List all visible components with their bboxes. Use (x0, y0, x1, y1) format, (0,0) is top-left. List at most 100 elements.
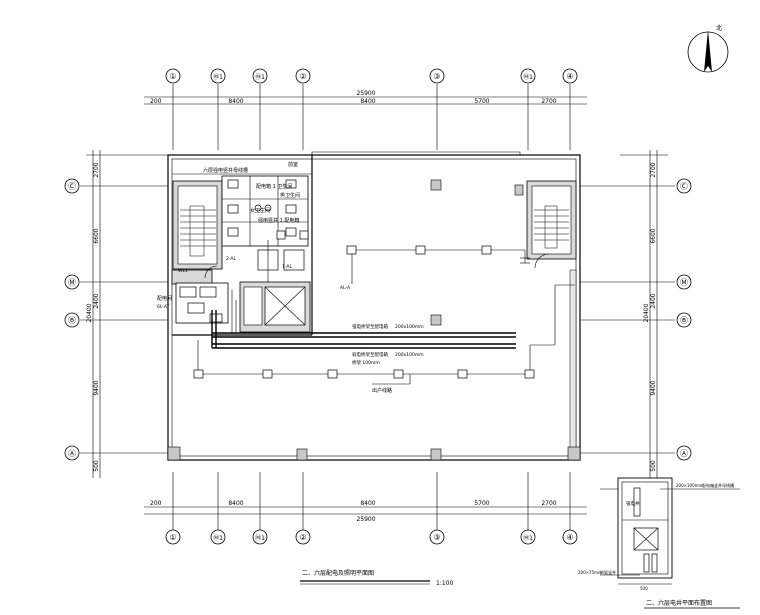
drawing-title-block: 二、六层配电及照明平面图 1:100 (300, 569, 453, 587)
label-corridor: 前室 (288, 161, 298, 168)
detail-title: 二、六层电井平面布置图 (646, 599, 712, 607)
svg-text:②: ② (299, 533, 306, 542)
svg-text:Ⓐ: Ⓐ (680, 449, 688, 458)
label-womens: 女卫生间 (250, 207, 270, 214)
svg-text:Ⓑ: Ⓑ (680, 316, 688, 325)
shaft-detail: 200×100mm 配电箱竖井母线槽 强电井 200×75mm 桥架竖井 500… (578, 477, 740, 609)
grid-bubble-top-6: Ⓜ1 (520, 68, 536, 84)
right-stair (534, 205, 569, 269)
svg-text:Ⓜ1: Ⓜ1 (255, 534, 265, 542)
grid-bubble-bottom-6: Ⓜ1 (520, 529, 536, 545)
svg-text:Ⓒ: Ⓒ (680, 182, 688, 191)
dim-left-d4: 9400 (93, 380, 100, 395)
label-panel3: AL-A (340, 285, 351, 291)
grid-bubble-bottom-7: ④ (562, 529, 578, 545)
svg-text:Ⓜ1: Ⓜ1 (213, 73, 223, 81)
dim-bottom-total: 25900 (356, 516, 375, 523)
dim-bottom-lead: 200 (150, 500, 162, 507)
grid-bubble-top-4: ② (295, 68, 311, 84)
luminaires (193, 230, 535, 379)
dim-bottom-d4: 2700 (541, 500, 556, 507)
building-outline (167, 151, 581, 461)
svg-text:Ⓜ1: Ⓜ1 (213, 534, 223, 542)
label-elev-note: 强电竖井 1 配电箱 (258, 217, 299, 224)
grid-bubble-left-m: Ⓜ (64, 274, 80, 290)
lighting-circuits (197, 240, 575, 385)
dim-top-d3: 5700 (474, 98, 489, 105)
dim-right-d5: 500 (650, 460, 657, 472)
grid-bubble-right-a: Ⓐ (676, 445, 692, 461)
left-stair (180, 205, 216, 257)
svg-text:①: ① (169, 533, 176, 542)
detail-top-note: 200×100mm (676, 483, 703, 488)
svg-text:④: ④ (566, 533, 573, 542)
label-pwr-room: 配电间 (157, 295, 172, 302)
svg-text:Ⓒ: Ⓒ (68, 182, 76, 191)
label-wl: WL1 (178, 268, 188, 274)
label-pwr-room2: 6L-AT (157, 304, 170, 310)
label-tray2-size: 200x100mm (395, 352, 424, 358)
label-cable-note: 出户线路 (372, 387, 392, 394)
label-tray1: 强电桥架至配电箱 (352, 323, 388, 330)
north-label: 北 (716, 24, 722, 32)
dim-top-d1: 8400 (228, 98, 243, 105)
dim-left-d3: 2400 (93, 293, 100, 308)
detail-top-note2: 配电箱竖井母线槽 (702, 482, 734, 488)
dim-left-d5: 500 (93, 460, 100, 472)
dim-bottom-d3: 5700 (474, 500, 489, 507)
right-grid: 2700 6600 2400 20400 9400 500 Ⓒ Ⓜ Ⓑ Ⓐ (580, 150, 692, 478)
grid-bubble-top-3: Ⓜ1 (252, 68, 268, 84)
grid-bubble-left-c: Ⓒ (64, 178, 80, 194)
label-panel1: 2-AL (226, 256, 236, 262)
grid-bubble-top-2: Ⓜ1 (210, 68, 226, 84)
dim-right-total: 20400 (643, 303, 650, 322)
toilet-block (204, 175, 309, 301)
grid-bubble-top-1: ① (165, 68, 181, 84)
svg-text:Ⓜ1: Ⓜ1 (523, 534, 533, 542)
label-tray2: 弱电桥架至配电箱 (352, 351, 388, 358)
dim-top-d4: 2700 (541, 98, 556, 105)
dim-left-d2: 6600 (93, 228, 100, 243)
dim-right-d3: 2400 (650, 293, 657, 308)
top-grid: 25900 200 8400 8400 5700 2700 ① Ⓜ1 Ⓜ1 ② … (144, 68, 587, 150)
dim-bottom-d1: 8400 (228, 500, 243, 507)
label-tray-note: 桥架 100mm (352, 359, 380, 366)
grid-bubble-bottom-5: ③ (429, 529, 445, 545)
svg-text:Ⓜ: Ⓜ (680, 278, 688, 287)
power-room (175, 282, 229, 324)
label-tray1-size: 200x100mm (395, 324, 424, 330)
detail-bottom-note: 200×75mm (578, 570, 602, 575)
detail-bottom-note2: 桥架竖井 (600, 569, 616, 575)
label-mens: 男卫生间 (280, 192, 300, 199)
bottom-grid: 200 8400 8400 5700 2700 25900 ① Ⓜ1 Ⓜ1 ② … (144, 472, 587, 545)
svg-text:④: ④ (566, 72, 573, 81)
svg-text:①: ① (169, 72, 176, 81)
svg-text:③: ③ (433, 533, 440, 542)
dim-left-total: 20400 (86, 303, 93, 322)
svg-text:③: ③ (433, 72, 440, 81)
scale-label: 1:100 (436, 580, 453, 587)
grid-bubble-right-m: Ⓜ (676, 274, 692, 290)
grid-bubble-bottom-3: Ⓜ1 (252, 529, 268, 545)
dim-top-total: 25900 (356, 90, 375, 97)
north-arrow: 北 (687, 24, 729, 73)
label-wc-note: 六层强电竖井母线槽 (203, 167, 248, 174)
grid-bubble-right-b: Ⓑ (676, 312, 692, 328)
left-grid: 2700 6600 2400 20400 9400 500 Ⓒ Ⓜ Ⓑ Ⓐ (64, 150, 168, 478)
dim-right-d1: 2700 (650, 162, 657, 177)
detail-dim: 500 (640, 586, 648, 591)
grid-bubble-bottom-4: ② (295, 529, 311, 545)
svg-text:Ⓑ: Ⓑ (68, 316, 76, 325)
grid-bubble-top-7: ④ (562, 68, 578, 84)
grid-bubble-left-a: Ⓐ (64, 445, 80, 461)
svg-text:Ⓐ: Ⓐ (68, 449, 76, 458)
grid-bubble-bottom-1: ① (165, 529, 181, 545)
grid-bubble-top-5: ③ (429, 68, 445, 84)
label-wc-note2: 配电箱 1 卫生间 (256, 183, 292, 190)
dim-left-d1: 2700 (93, 162, 100, 177)
grid-bubble-right-c: Ⓒ (676, 178, 692, 194)
grid-bubble-bottom-2: Ⓜ1 (210, 529, 226, 545)
svg-text:②: ② (299, 72, 306, 81)
svg-text:Ⓜ1: Ⓜ1 (523, 73, 533, 81)
